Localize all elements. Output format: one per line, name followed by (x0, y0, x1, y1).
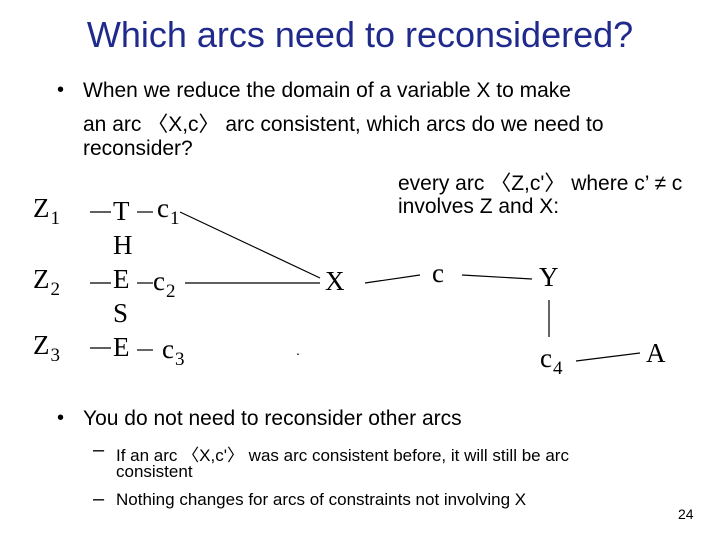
these-letter: E (113, 332, 130, 362)
sub-bullet1-line1: If an arc 〈X,c'〉 was arc consistent befo… (116, 446, 569, 465)
a-node: A (646, 338, 666, 368)
edge-c-y (461, 274, 533, 280)
edge-c1-x (179, 211, 321, 279)
note-line1: every arc 〈Z,c'〉 where c’ ≠ c (398, 172, 683, 195)
c4-node: c4 (540, 343, 563, 379)
bullet1-line2: an arc 〈X,c〉 arc consistent, which arcs … (83, 113, 604, 136)
stray-dot: . (296, 342, 300, 358)
these-letter: E (113, 264, 130, 294)
z3-node: Z3 (33, 330, 60, 366)
y-node: Y (539, 262, 559, 292)
z2-node: Z2 (33, 264, 60, 300)
dash-marker: – (93, 488, 105, 510)
sub-bullet2: Nothing changes for arcs of constraints … (116, 490, 527, 509)
bullet2-text: You do not need to reconsider other arcs (83, 407, 462, 430)
c3-node: c3 (162, 334, 185, 370)
bullet1-line3: reconsider? (83, 137, 193, 160)
c1-node: c1 (157, 193, 180, 229)
slide-title: Which arcs need to reconsidered? (86, 14, 634, 55)
sub-bullet1-line2: consistent (116, 462, 193, 481)
these-letter: T (113, 196, 130, 226)
bullet-marker: • (57, 79, 65, 101)
these-letter: H (113, 230, 133, 260)
z1-node: Z1 (33, 193, 60, 229)
page-number: 24 (678, 506, 694, 522)
note-line2: involves Z and X: (398, 195, 560, 218)
c-node: c (432, 258, 444, 288)
bullet-marker: • (57, 407, 65, 429)
x-node: X (325, 266, 345, 296)
these-letter: S (113, 298, 129, 328)
c2-node: c2 (153, 266, 176, 302)
bullet1-line1: When we reduce the domain of a variable … (83, 79, 571, 102)
edge-x-c (364, 274, 421, 284)
edge-c4-a (575, 352, 641, 362)
dash-marker: – (93, 439, 105, 461)
